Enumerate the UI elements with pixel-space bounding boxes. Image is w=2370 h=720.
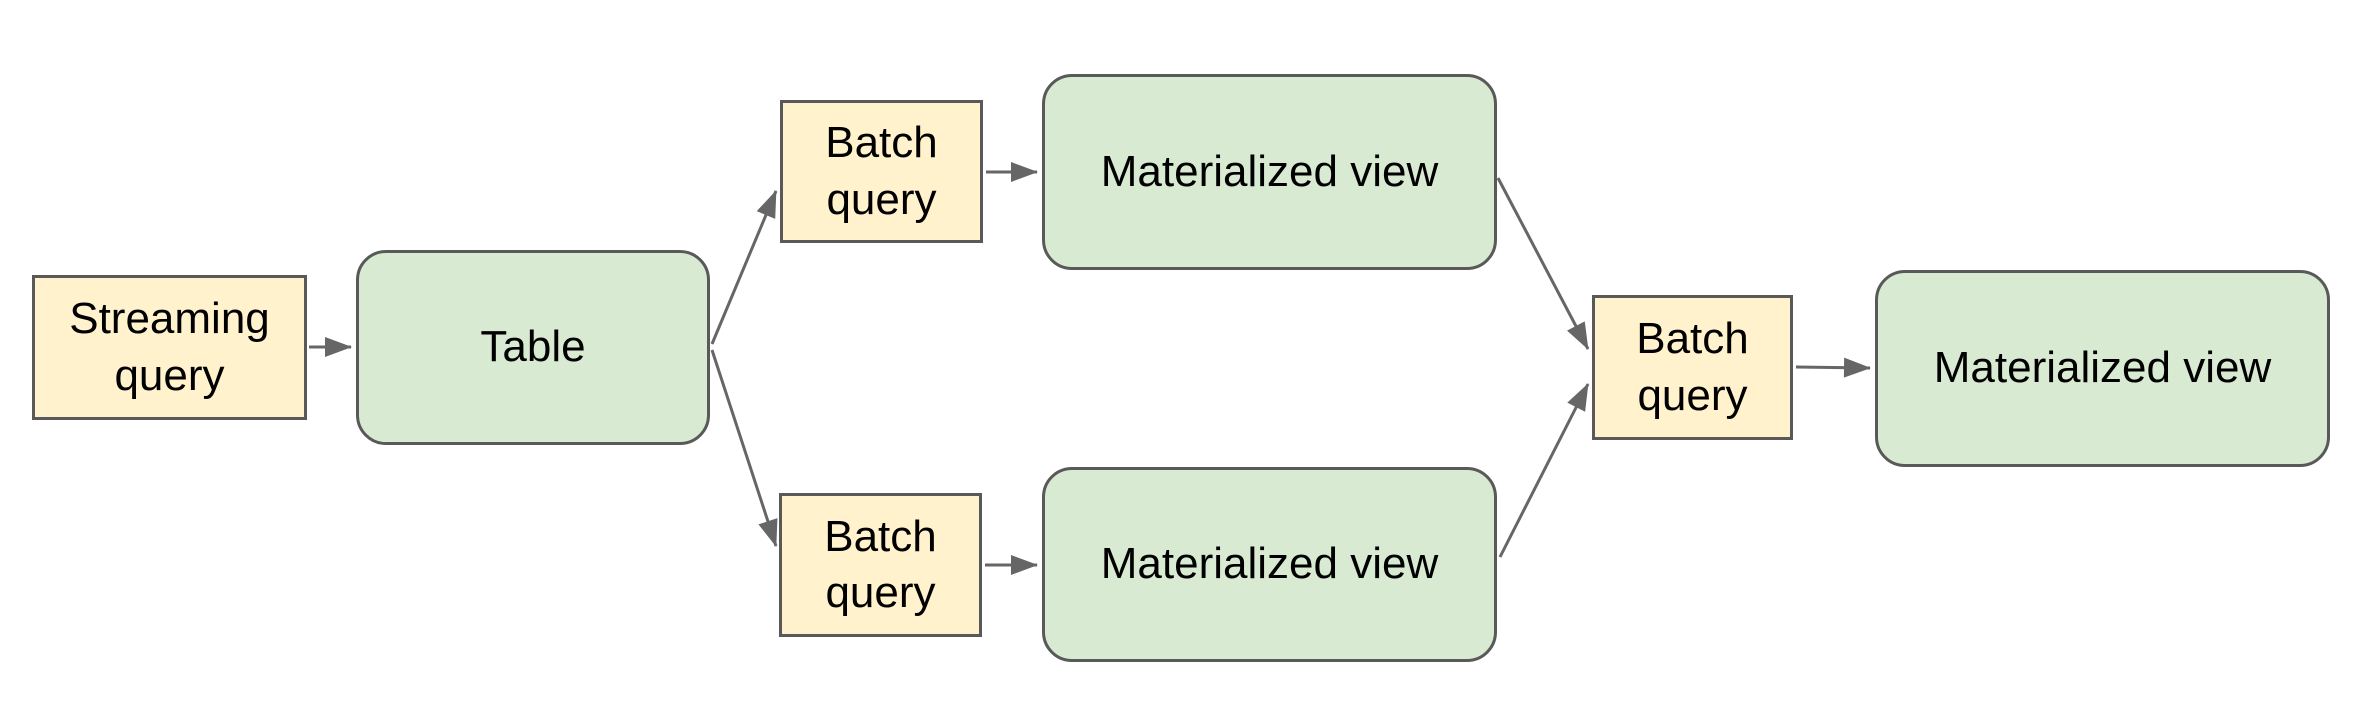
- node-label: Materialized view: [1100, 146, 1439, 196]
- node-label: Table: [480, 322, 586, 372]
- node-batch-query-top: Batch query: [780, 100, 983, 243]
- node-batch-query-bottom: Batch query: [779, 493, 982, 637]
- node-materialized-view-final: Materialized view: [1875, 270, 2330, 467]
- node-label: Batch query: [825, 118, 938, 224]
- node-label: Batch query: [1636, 314, 1749, 420]
- node-materialized-view-bottom: Materialized view: [1042, 467, 1497, 662]
- node-label: Materialized view: [1933, 343, 2272, 393]
- arrow-materialized-view-top-to-batch-query-right: [1496, 177, 1590, 350]
- node-label: Batch query: [824, 511, 937, 617]
- node-batch-query-right: Batch query: [1592, 295, 1793, 440]
- arrow-table-to-batch-query-top: [710, 190, 778, 345]
- arrow-materialized-view-bottom-to-batch-query-right: [1498, 383, 1590, 558]
- node-materialized-view-top: Materialized view: [1042, 74, 1497, 270]
- arrow-table-to-batch-query-bottom: [710, 349, 778, 547]
- arrow-batch-query-right-to-materialized-view-final: [1795, 357, 1871, 378]
- node-label: Materialized view: [1100, 539, 1439, 589]
- node-table: Table: [356, 250, 710, 445]
- node-label: Streaming query: [69, 294, 270, 400]
- node-streaming-query: Streaming query: [32, 275, 307, 420]
